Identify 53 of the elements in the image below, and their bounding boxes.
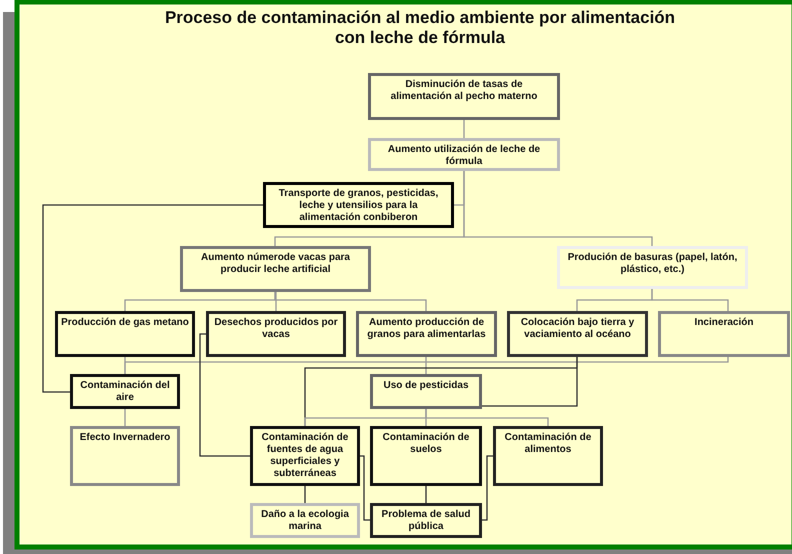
process-box [370,426,482,486]
connector-line [425,357,427,374]
connector-line [124,356,729,374]
process-box [658,311,790,357]
process-box [206,311,346,357]
process-box [263,182,454,228]
box-label: Aumento producción de granos para alimentarlas [366,317,487,341]
connector-line [425,409,549,426]
connector-line [275,292,277,311]
process-box [55,311,195,357]
connector-line [425,486,427,503]
box-label: Aumento númerode vacas para producir leche artificial [200,252,351,276]
box-label: Desechos producidos por vacas [213,317,339,341]
box-label: Contaminación de alimentos [504,432,592,456]
box-label: Transporte de granos, pesticidas, leche y utensilios para la alimentación conbiberon [278,188,440,224]
connector-line [42,204,263,393]
process-box [180,246,371,292]
diagram-title: Proceso de contaminación al medio ambiente por alimentación con leche de fórmula [164,8,676,48]
box-label: Contaminación de fuentes de agua superficiales y subterráneas [260,432,350,480]
box-label: Incineración [694,317,754,329]
box-label: Producción de gas metano [61,317,189,329]
box-label: Daño a la ecologia marina [260,509,350,533]
process-box [557,246,748,289]
box-label: Aumento utilización de leche de fórmula [386,144,542,168]
connector-line [124,409,126,426]
process-box [250,426,360,486]
box-label: Produción de basuras (papel, latón, plástico, etc.) [566,252,738,276]
connector-line [360,455,370,521]
connector-line [463,171,653,246]
connector-line [463,120,465,138]
box-label: Contaminación del aire [79,380,171,404]
box-label: Problema de salud pública [380,509,472,533]
box-label: Efecto Invernadero [80,432,170,444]
connector-line [304,486,306,503]
connector-line [274,292,427,311]
box-label: Colocación bajo tierra y vaciamiento al océano [520,317,636,341]
box-label: Disminución de tasas de alimentación al pecho materno [390,79,538,103]
process-box [507,311,648,357]
process-box [368,138,560,171]
connector-line [482,357,578,407]
process-box [370,374,482,409]
process-box [493,426,603,486]
process-box [368,73,560,120]
connector-line [482,455,493,521]
process-box [70,426,180,486]
process-box [250,503,360,538]
box-label: Uso de pesticidas [383,380,469,392]
process-box [356,311,497,357]
process-box [70,374,180,409]
box-label: Contaminación de suelos [382,432,470,456]
connector-line [199,333,250,457]
process-box [370,503,482,538]
connector-line [651,289,729,311]
